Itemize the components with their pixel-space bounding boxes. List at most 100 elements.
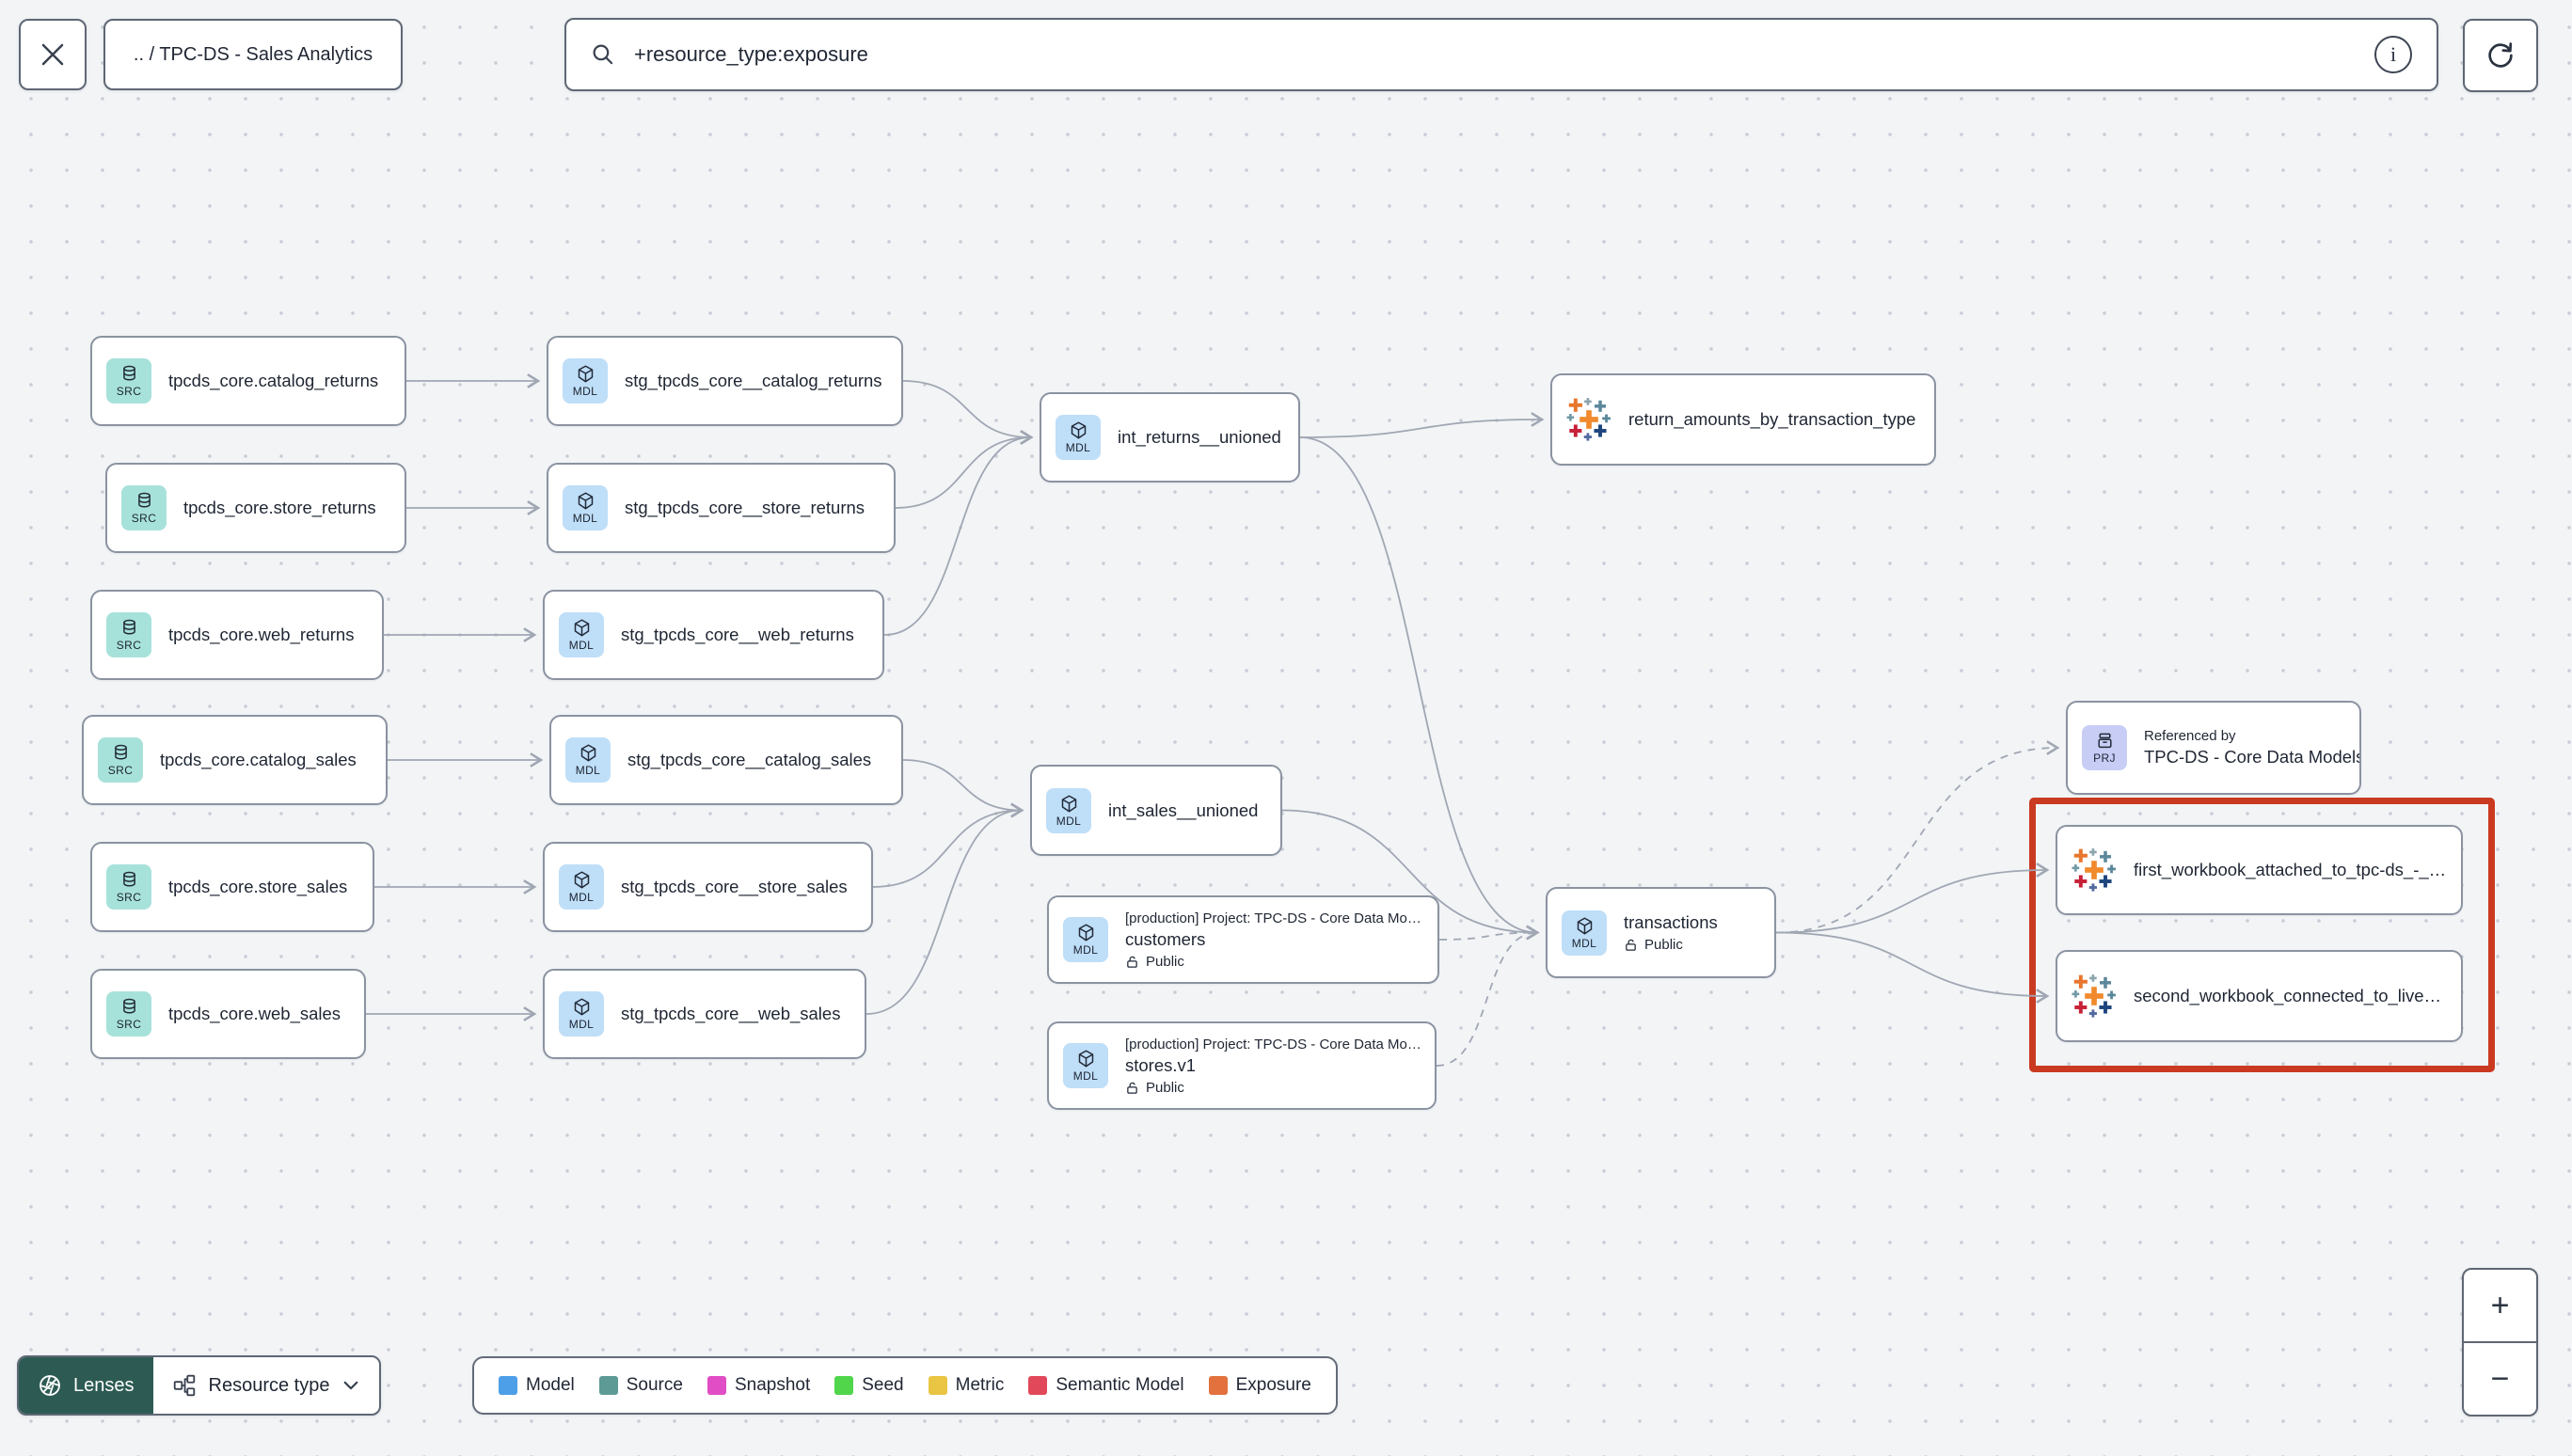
node-return-amounts[interactable]: return_amounts_by_transaction_type: [1550, 373, 1936, 466]
node-stg-web-returns[interactable]: MDL stg_tpcds_core__web_returns: [543, 590, 884, 680]
breadcrumb-label: .. / TPC-DS - Sales Analytics: [133, 43, 373, 65]
legend-label: Source: [626, 1375, 683, 1395]
node-first-workbook[interactable]: first_workbook_attached_to_tpc-ds_-_…: [2056, 825, 2463, 915]
node-customers[interactable]: MDL [production] Project: TPC-DS - Core …: [1047, 895, 1439, 984]
node-src-store-returns[interactable]: SRC tpcds_core.store_returns: [105, 463, 406, 553]
refresh-button[interactable]: [2463, 19, 2538, 92]
legend-item-semantic-model: Semantic Model: [1028, 1375, 1184, 1396]
node-int-sales[interactable]: MDL int_sales__unioned: [1030, 765, 1282, 856]
edge-transactions-to-first_workbook: [1775, 863, 2050, 934]
database-icon: [122, 365, 135, 381]
zoom-out-button[interactable]: −: [2490, 1360, 2510, 1397]
unlock-icon: [1626, 939, 1636, 951]
tableau-icon: [2072, 848, 2116, 892]
tableau-icon: [1566, 398, 1611, 441]
legend-item-model: Model: [499, 1375, 575, 1396]
lenses-label: Lenses: [73, 1374, 135, 1396]
node-transactions[interactable]: MDL transactions Public: [1546, 887, 1776, 978]
node-src-store-sales[interactable]: SRC tpcds_core.store_sales: [90, 842, 374, 932]
tableau-icon: [2072, 974, 2116, 1018]
resource-type-chip: SRC: [106, 612, 151, 657]
zoom-in-button[interactable]: +: [2464, 1270, 2536, 1343]
legend-swatch: [707, 1376, 726, 1395]
node-access-label: Public: [1146, 1079, 1184, 1096]
node-title: tpcds_core.catalog_returns: [168, 371, 379, 390]
edge-int_returns-to-transactions: [1299, 436, 1540, 941]
database-icon: [122, 871, 135, 887]
node-stg-catalog-returns[interactable]: MDL stg_tpcds_core__catalog_returns: [547, 336, 903, 426]
cube-icon: [1071, 421, 1086, 439]
legend-label: Seed: [862, 1375, 904, 1395]
resource-type-chip-label: MDL: [572, 512, 598, 525]
legend-item-snapshot: Snapshot: [707, 1375, 810, 1396]
archive-icon: [2097, 733, 2112, 749]
resource-type-chip-label: MDL: [1056, 814, 1082, 828]
resource-type-dropdown[interactable]: Resource type: [153, 1357, 380, 1414]
database-icon: [114, 744, 127, 760]
node-int-returns[interactable]: MDL int_returns__unioned: [1040, 392, 1300, 483]
lenses-button[interactable]: Lenses: [19, 1357, 153, 1414]
resource-type-chip-label: PRJ: [2093, 752, 2116, 765]
node-title: return_amounts_by_transaction_type: [1628, 409, 1916, 429]
legend-swatch: [499, 1376, 517, 1395]
database-icon: [122, 998, 135, 1014]
unlock-icon: [1127, 1082, 1137, 1094]
legend-swatch: [834, 1376, 854, 1395]
edge-int_returns-to-return_amounts: [1299, 412, 1545, 438]
resource-type-chip: MDL: [559, 612, 604, 657]
node-title: TPC-DS - Core Data Models: [2144, 747, 2361, 767]
resource-type-chip-label: SRC: [116, 385, 142, 398]
node-title: customers: [1125, 928, 1206, 949]
node-stg-web-sales[interactable]: MDL stg_tpcds_core__web_sales: [543, 969, 866, 1059]
node-src-web-sales[interactable]: SRC tpcds_core.web_sales: [90, 969, 366, 1059]
cube-icon: [1078, 924, 1093, 942]
node-title: stg_tpcds_core__web_sales: [621, 1004, 841, 1023]
search-bar[interactable]: i: [564, 18, 2438, 91]
node-access: Public: [1624, 937, 1718, 953]
node-stg-catalog-sales[interactable]: MDL stg_tpcds_core__catalog_sales: [549, 715, 903, 805]
node-title: stg_tpcds_core__store_returns: [625, 498, 865, 517]
node-title: int_returns__unioned: [1118, 427, 1281, 447]
edge-stg_store_returns-to-int_returns: [895, 430, 1034, 509]
refresh-icon: [2488, 42, 2513, 68]
node-stores-v1[interactable]: MDL [production] Project: TPC-DS - Core …: [1047, 1021, 1437, 1110]
search-icon: [593, 44, 613, 65]
node-title: tpcds_core.store_returns: [183, 498, 376, 517]
resource-type-chip-label: MDL: [575, 764, 601, 777]
cube-icon: [578, 492, 593, 510]
legend-label: Exposure: [1235, 1375, 1311, 1395]
cube-icon: [580, 744, 595, 762]
zoom-control: + −: [2462, 1268, 2538, 1416]
node-stg-store-sales[interactable]: MDL stg_tpcds_core__store_sales: [543, 842, 873, 932]
edge-stg_catalog_sales-to-int_sales: [902, 759, 1024, 818]
resource-type-chip-label: MDL: [572, 385, 598, 398]
node-second-workbook[interactable]: second_workbook_connected_to_live…: [2056, 950, 2463, 1042]
node-title: transactions: [1624, 912, 1718, 932]
close-button[interactable]: [19, 19, 87, 90]
unlock-icon: [1127, 956, 1137, 968]
search-input[interactable]: [632, 41, 2358, 68]
legend-label: Semantic Model: [1056, 1375, 1184, 1395]
cube-icon: [1061, 795, 1076, 812]
node-subtitle: Referenced by: [2144, 728, 2236, 744]
node-title: stg_tpcds_core__catalog_returns: [625, 371, 882, 390]
node-prj-ref[interactable]: PRJ Referenced by TPC-DS - Core Data Mod…: [2066, 701, 2361, 795]
cube-icon: [1577, 917, 1592, 934]
cube-icon: [1078, 1050, 1093, 1068]
legend-item-source: Source: [598, 1375, 683, 1396]
node-access-label: Public: [1146, 953, 1184, 970]
resource-type-chip: SRC: [106, 991, 151, 1037]
legend-item-seed: Seed: [834, 1375, 904, 1396]
resource-type-chip: MDL: [559, 864, 604, 910]
resource-type-chip: MDL: [1046, 787, 1091, 833]
info-icon[interactable]: i: [2374, 36, 2412, 73]
node-title: tpcds_core.catalog_sales: [160, 750, 357, 769]
breadcrumb[interactable]: .. / TPC-DS - Sales Analytics: [103, 19, 403, 90]
node-src-catalog-sales[interactable]: SRC tpcds_core.catalog_sales: [82, 715, 388, 805]
legend-swatch: [1028, 1376, 1048, 1395]
resource-type-chip-label: SRC: [116, 1018, 142, 1031]
node-title: stores.v1: [1125, 1054, 1197, 1075]
node-src-web-returns[interactable]: SRC tpcds_core.web_returns: [90, 590, 384, 680]
node-stg-store-returns[interactable]: MDL stg_tpcds_core__store_returns: [547, 463, 896, 553]
node-src-catalog-returns[interactable]: SRC tpcds_core.catalog_returns: [90, 336, 406, 426]
